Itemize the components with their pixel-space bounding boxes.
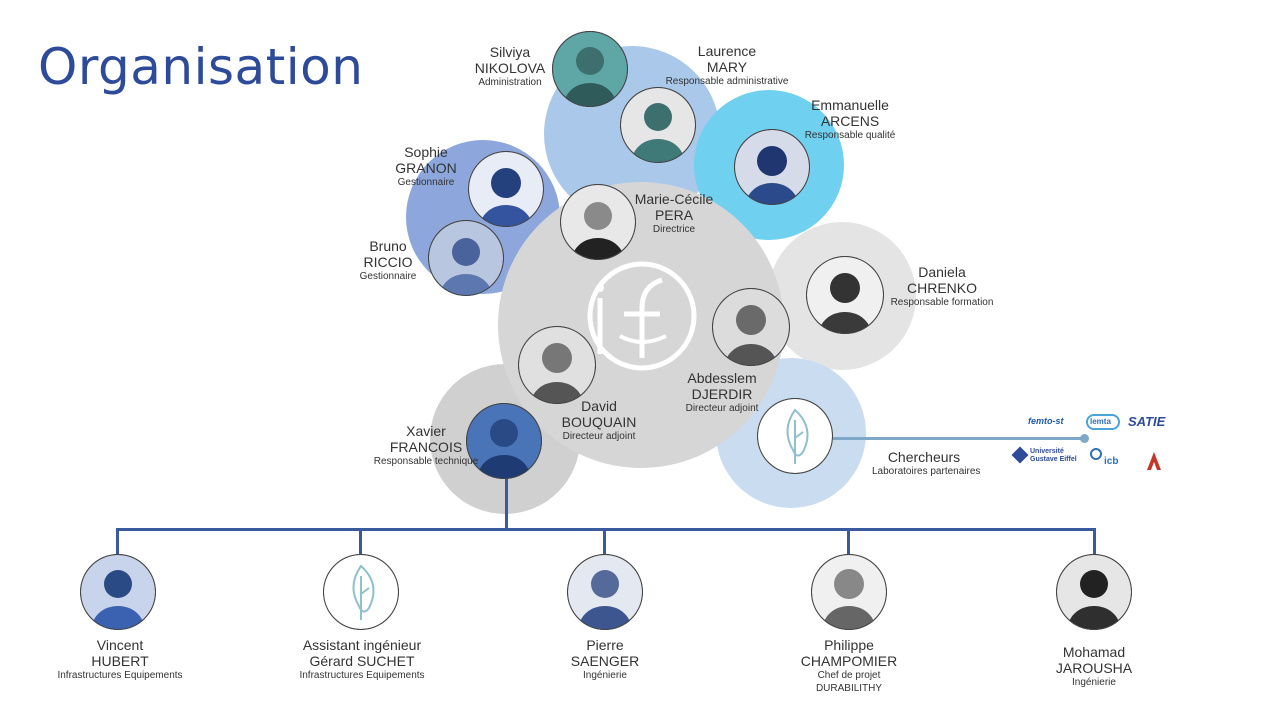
avatar-xavier [466, 403, 542, 479]
chercheurs-connector [833, 437, 1085, 440]
logo-icb: icb [1104, 456, 1119, 467]
avatar-sophie [468, 151, 544, 227]
connector-dot [1080, 434, 1089, 443]
avatar-laurence [620, 87, 696, 163]
org-drop-3 [603, 528, 606, 554]
org-drop-4 [847, 528, 850, 554]
avatar-mohamad [1056, 554, 1132, 630]
avatar-gerard-leaf-icon [323, 554, 399, 630]
logo-lemta [1086, 414, 1120, 430]
logo-icb-icon [1090, 448, 1102, 460]
logo-lemta-text: lemta [1090, 417, 1111, 426]
avatar-bruno [428, 220, 504, 296]
org-drop-5 [1093, 528, 1096, 554]
avatar-philippe [811, 554, 887, 630]
avatar-abdesslem [712, 288, 790, 366]
avatar-daniela [806, 256, 884, 334]
chercheurs-leaf-icon [757, 398, 833, 474]
avatar-david [518, 326, 596, 404]
page-title: Organisation [38, 38, 364, 96]
org-drop-2 [359, 528, 362, 554]
avatar-silviya [552, 31, 628, 107]
avatar-vincent [80, 554, 156, 630]
avatar-mariececile [560, 184, 636, 260]
logo-femto-st: femto-st [1028, 416, 1064, 426]
avatar-emmanuelle [734, 129, 810, 205]
org-vertical-main [505, 478, 508, 530]
org-drop-1 [116, 528, 119, 554]
logo-ugeiffel-icon [1011, 446, 1029, 464]
logo-ugeiffel: Université Gustave Eiffel [1030, 448, 1077, 463]
logo-tower-icon [1147, 452, 1161, 470]
ifc-logo [587, 261, 697, 371]
logo-satie: SATIE [1128, 414, 1166, 429]
org-horizontal [116, 528, 1096, 531]
avatar-pierre [567, 554, 643, 630]
